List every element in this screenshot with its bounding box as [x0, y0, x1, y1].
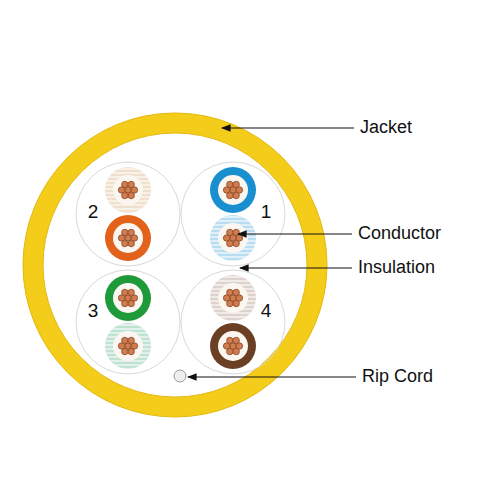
- jacket-edge: [23, 113, 327, 417]
- jacket: [33, 123, 317, 407]
- wire-orange: [105, 215, 151, 261]
- callout-number: 3: [88, 301, 99, 322]
- conductor-strand: [128, 300, 134, 306]
- conductor-strand: [128, 289, 134, 295]
- part-label: Conductor: [358, 224, 441, 244]
- conductor-strand: [128, 348, 134, 354]
- conductor-strand: [128, 229, 134, 235]
- wire-white-brown: [210, 275, 256, 321]
- conductor-strand: [128, 337, 134, 343]
- wire-white-blue: [210, 215, 256, 261]
- conductor-strand: [227, 289, 233, 295]
- conductor-strand: [233, 337, 239, 343]
- part-label: Jacket: [360, 118, 412, 138]
- wires: [105, 167, 256, 369]
- wire-brown: [210, 323, 256, 369]
- wire-white-orange: [105, 167, 151, 213]
- conductor-strand: [128, 192, 134, 198]
- conductor-strand: [227, 229, 233, 235]
- jacket-inner: [43, 133, 307, 397]
- conductor-strand: [227, 181, 233, 187]
- wire-blue: [210, 167, 256, 213]
- conductor-strand: [227, 337, 233, 343]
- wire-white-green: [105, 323, 151, 369]
- callout-number: 4: [261, 301, 272, 322]
- conductor-strand: [128, 181, 134, 187]
- conductor-strand: [122, 289, 128, 295]
- wire-green: [105, 275, 151, 321]
- conductor-strand: [233, 300, 239, 306]
- conductor-strand: [233, 240, 239, 246]
- conductor-strands: [118, 181, 242, 354]
- conductor-strand: [233, 229, 239, 235]
- conductor-strand: [128, 240, 134, 246]
- leader-lines: [188, 128, 356, 377]
- conductor-strand: [233, 181, 239, 187]
- conductor-strand: [233, 192, 239, 198]
- part-label: Rip Cord: [362, 367, 433, 387]
- conductor-strand: [122, 229, 128, 235]
- callout-number: 1: [261, 202, 272, 223]
- conductor-strand: [122, 181, 128, 187]
- conductor-strand: [122, 337, 128, 343]
- rip-cord: [174, 370, 186, 382]
- callout-number: 2: [88, 202, 99, 223]
- conductor-strand: [233, 289, 239, 295]
- part-label: Insulation: [358, 258, 435, 278]
- conductor-strand: [233, 348, 239, 354]
